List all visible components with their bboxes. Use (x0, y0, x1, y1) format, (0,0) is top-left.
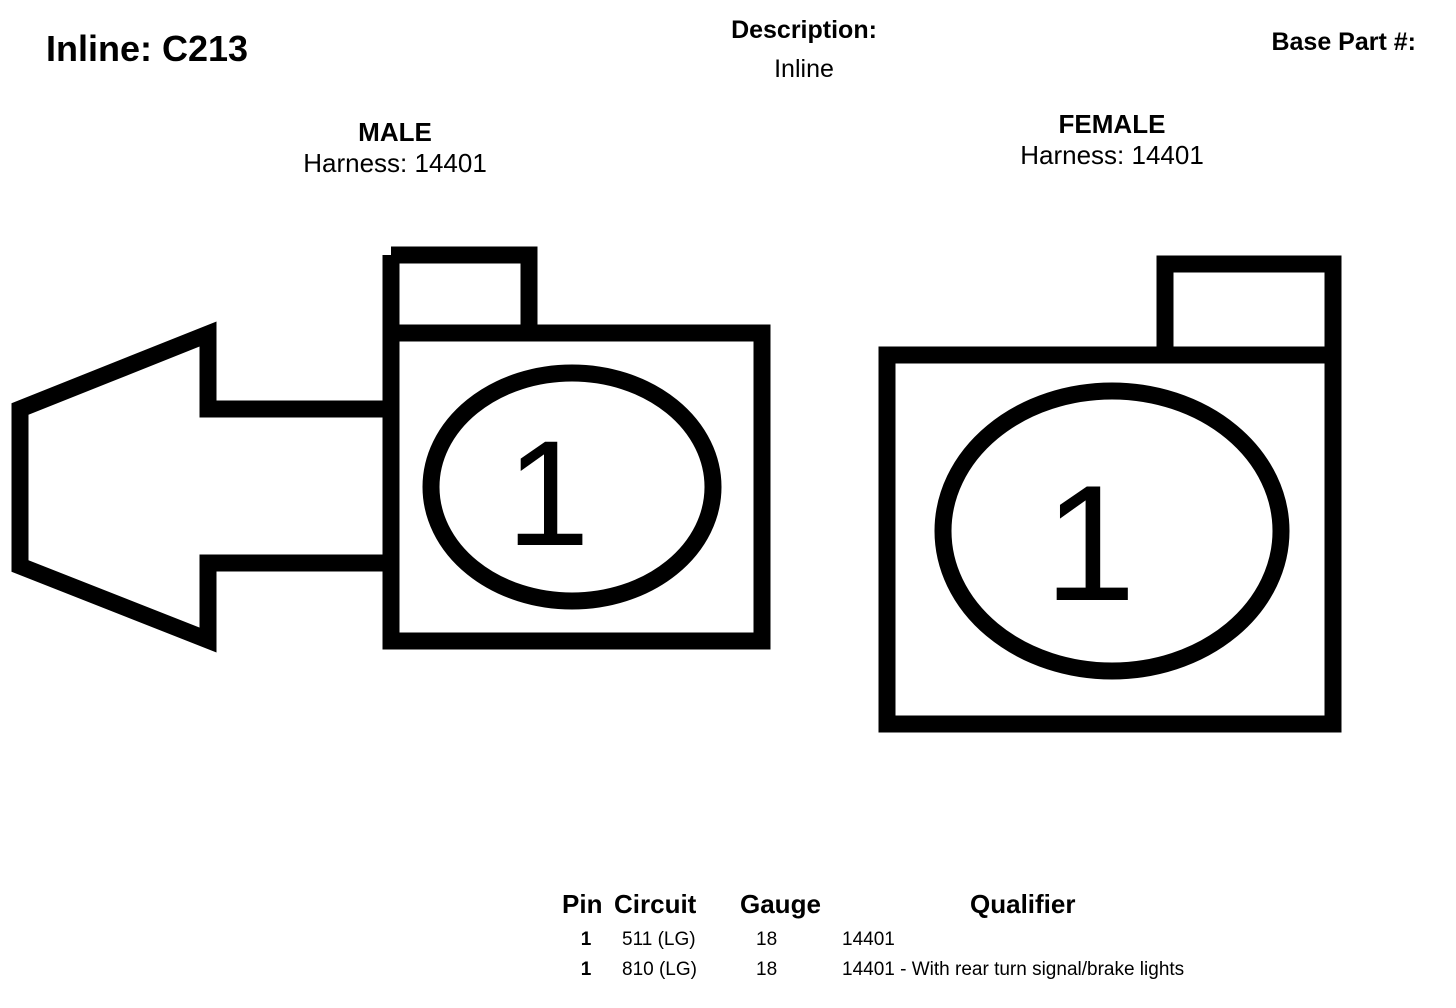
male-pin-circle (422, 364, 722, 610)
gauge-cell: 18 (756, 959, 778, 980)
pin-table-header: Pin Circuit Gauge Qualifier (560, 889, 1188, 926)
female-pin-number: 1 (1044, 451, 1136, 635)
gauge-header: Gauge (740, 889, 821, 919)
circuit-cell: 810 (LG) (622, 959, 697, 980)
connector-title: Inline: C213 (46, 28, 249, 69)
base-part-label: Base Part #: (1271, 28, 1416, 56)
qualifier-header: Qualifier (970, 889, 1076, 919)
female-connector-body (878, 346, 1342, 733)
circuit-header: Circuit (614, 889, 697, 919)
pin-cell: 1 (580, 929, 592, 950)
female-kind-label: FEMALE (1058, 109, 1166, 139)
female-connector-latch (1156, 255, 1342, 355)
female-pin-circle (934, 382, 1290, 680)
circuit-cell: 511 (LG) (622, 929, 696, 950)
pin-table: Pin Circuit Gauge Qualifier 1 511 (LG) 1… (560, 889, 1188, 986)
male-connector-latch (391, 246, 538, 333)
description-label: Description: (731, 16, 877, 44)
table-row: 1 511 (LG) 18 14401 (560, 926, 1188, 956)
male-heading: MALE Harness: 14401 (245, 117, 545, 179)
pin-header: Pin (562, 889, 603, 919)
female-connector (878, 255, 1342, 733)
gauge-cell: 18 (756, 929, 778, 950)
male-connector-arrow (11, 321, 391, 653)
male-connector (11, 246, 771, 653)
female-heading: FEMALE Harness: 14401 (962, 109, 1262, 171)
qualifier-cell: 14401 (842, 929, 895, 950)
table-row: 1 810 (LG) 18 14401 - With rear turn sig… (560, 956, 1188, 986)
male-kind-label: MALE (358, 117, 432, 147)
male-harness-label: Harness: 14401 (303, 148, 487, 178)
female-harness-label: Harness: 14401 (1020, 140, 1204, 170)
male-pin-number: 1 (506, 409, 589, 577)
description-value: Inline (774, 55, 834, 83)
pin-cell: 1 (580, 959, 592, 980)
qualifier-cell: 14401 - With rear turn signal/brake ligh… (842, 959, 1185, 980)
male-connector-body (382, 324, 771, 650)
